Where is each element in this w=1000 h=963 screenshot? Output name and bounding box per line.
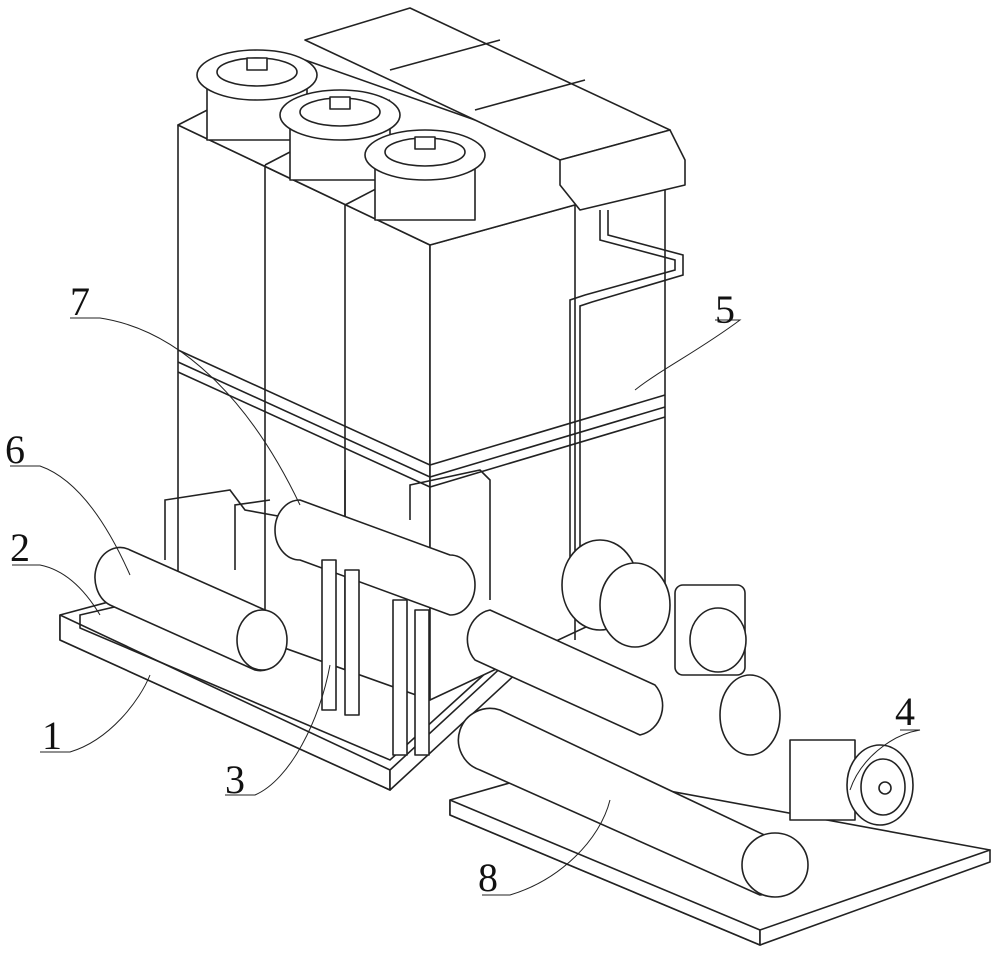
pipes bbox=[164, 210, 684, 600]
compressor-4 bbox=[719, 674, 914, 826]
separator-middle bbox=[274, 499, 476, 616]
label-bracket: 3 bbox=[225, 757, 245, 802]
label-separator-left: 6 bbox=[5, 427, 25, 472]
leader-lines bbox=[10, 317, 921, 896]
label-compressor: 4 bbox=[895, 689, 915, 734]
tank-lids bbox=[196, 49, 486, 221]
bracket bbox=[321, 559, 430, 756]
label-base-frame: 1 bbox=[42, 713, 62, 758]
separator-left bbox=[94, 546, 288, 672]
label-support: 2 bbox=[10, 525, 30, 570]
condenser bbox=[457, 609, 809, 898]
label-condenser: 8 bbox=[478, 855, 498, 900]
label-separator-middle: 7 bbox=[70, 279, 90, 324]
label-tank-unit: 5 bbox=[715, 287, 735, 332]
compressor-upper bbox=[561, 539, 747, 676]
